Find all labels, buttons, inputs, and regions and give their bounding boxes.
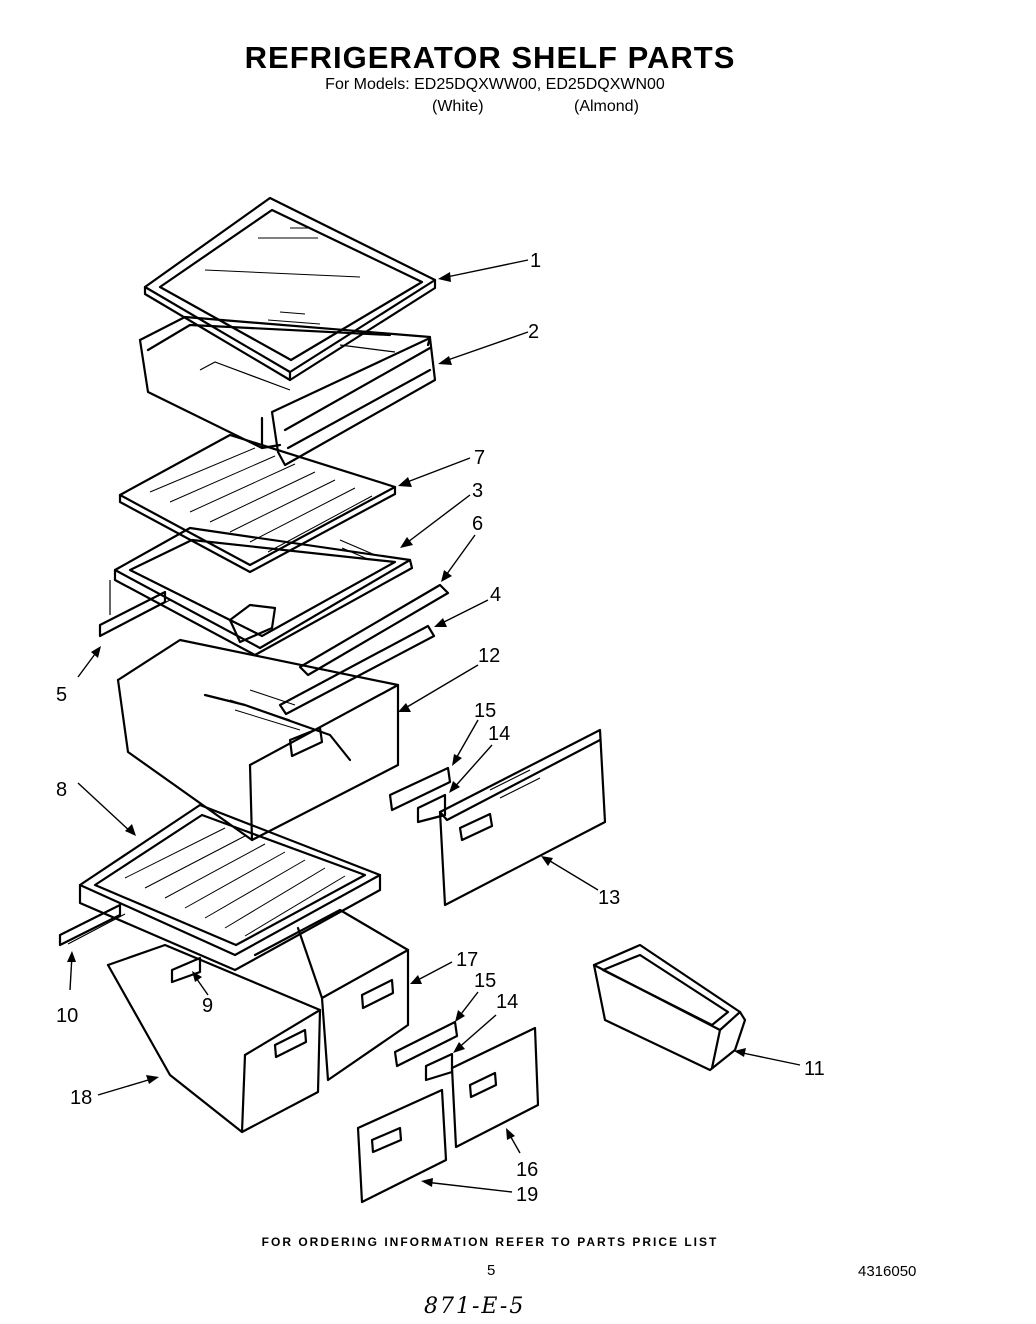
callout-11: 11: [804, 1058, 825, 1080]
part-10-lower-rail: [58, 903, 126, 947]
document-number: 4316050: [858, 1263, 917, 1280]
part-19-drawer-front: [356, 1088, 448, 1204]
callout-15-upper: 15: [474, 700, 496, 722]
part-3-crisper-cover-frame: [113, 526, 414, 657]
part-2-meat-pan: [138, 315, 437, 467]
callout-19: 19: [516, 1184, 538, 1206]
variant-almond: (Almond): [574, 98, 639, 115]
part-14-bracket-upper: [416, 793, 447, 824]
part-12-crisper-drawer: [116, 638, 400, 842]
callout-16: 16: [516, 1159, 538, 1181]
part-5-left-rail: [98, 580, 171, 638]
models-line: For Models: ED25DQXWW00, ED25DQXWN00: [325, 76, 665, 93]
part-13-crisper-front: [438, 728, 607, 907]
callout-6: 6: [472, 513, 483, 535]
callout-18: 18: [70, 1087, 92, 1109]
callout-13: 13: [598, 887, 620, 909]
callout-1: 1: [530, 250, 541, 272]
page-number: 5: [487, 1262, 496, 1279]
part-11-door-bin: [592, 943, 747, 1072]
callout-3: 3: [472, 480, 483, 502]
callout-4: 4: [490, 584, 501, 606]
part-4-right-rail: [278, 624, 436, 716]
ordering-note: FOR ORDERING INFORMATION REFER TO PARTS …: [261, 1235, 719, 1249]
part-9-clip: [170, 956, 202, 984]
handwritten-note: 871-E-5: [424, 1294, 526, 1319]
part-16-drawer-front: [450, 1026, 540, 1149]
callout-5: 5: [56, 684, 67, 706]
callout-14-lower: 14: [496, 991, 518, 1013]
variant-white: (White): [432, 98, 484, 115]
callout-12: 12: [478, 645, 500, 667]
part-8-lower-shelf: [78, 803, 382, 972]
callout-14-upper: 14: [488, 723, 510, 745]
callout-9: 9: [202, 995, 213, 1017]
part-15-slide-upper: [388, 766, 452, 812]
callout-2: 2: [528, 321, 539, 343]
part-6-right-rail: [298, 583, 450, 677]
part-1-glass-shelf: [143, 196, 437, 382]
callout-7: 7: [474, 447, 485, 469]
part-15-slide-lower: [393, 1020, 459, 1068]
callout-leaders: [67, 259, 801, 1193]
part-17-small-bin: [253, 908, 410, 1082]
part-14-bracket-lower: [424, 1052, 454, 1082]
part-18-large-bin: [106, 943, 322, 1134]
page-title: REFRIGERATOR SHELF PARTS: [244, 40, 736, 75]
callout-17: 17: [456, 949, 478, 971]
callout-10: 10: [56, 1005, 78, 1027]
callout-8: 8: [56, 779, 67, 801]
callout-15-lower: 15: [474, 970, 496, 992]
